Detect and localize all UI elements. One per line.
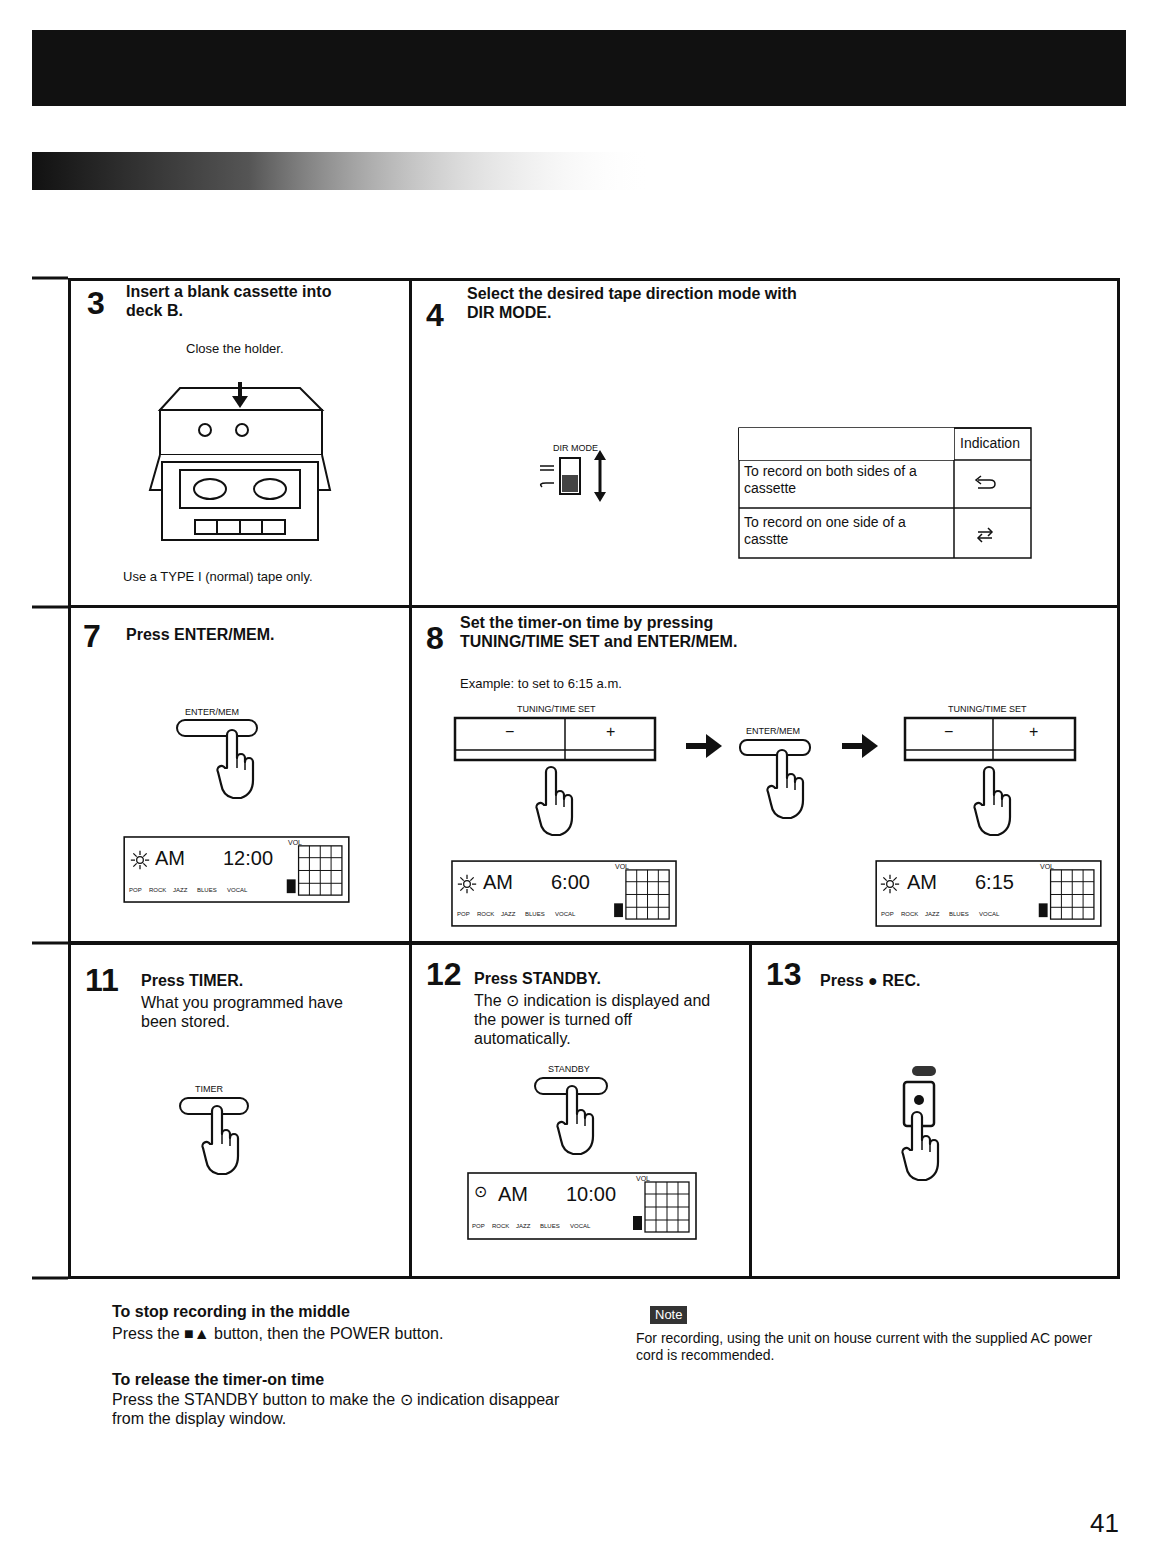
label-text: VOCAL — [570, 1223, 590, 1230]
label-text: − — [505, 722, 514, 741]
page-number: 41 — [1090, 1508, 1119, 1539]
label-text: DIR MODE — [553, 443, 598, 454]
label-text: BLUES — [540, 1223, 560, 1230]
step-text: Use a TYPE I (normal) tape only. — [123, 569, 313, 584]
label-text: POP — [472, 1223, 485, 1230]
step-panel: 7 Press ENTER/MEM. — [68, 605, 412, 945]
label-text: JAZZ — [925, 911, 939, 918]
step-number: 4 — [426, 297, 444, 335]
step-text: Press TIMER. — [141, 972, 243, 991]
label-text: 12:00 — [223, 846, 273, 870]
step-text: Example: to set to 6:15 a.m. — [460, 676, 622, 691]
step-number: 7 — [83, 618, 101, 656]
label-text: VOCAL — [555, 911, 575, 918]
label-text: − — [944, 722, 953, 741]
note-badge: Note — [650, 1306, 687, 1324]
label-text: VOL — [1040, 863, 1054, 871]
label-text: ENTER/MEM — [746, 726, 800, 737]
label-text: For recording, using the unit on house c… — [636, 1330, 1116, 1364]
label-text: VOCAL — [227, 887, 247, 894]
label-text: To record on one side of a casstte — [744, 514, 949, 548]
step-text: Close the holder. — [186, 341, 284, 356]
label-text: BLUES — [525, 911, 545, 918]
label-text: 10:00 — [566, 1182, 616, 1206]
label-text: BLUES — [197, 887, 217, 894]
label-text: BLUES — [949, 911, 969, 918]
step-panel: 3 Insert a blank cassette into deck B. Clo… — [68, 278, 412, 608]
label-text: To release the timer-on time — [112, 1370, 324, 1389]
label-text: 6:15 — [975, 870, 1014, 894]
label-text: Press the STANDBY button to make the ⊙ i… — [112, 1390, 562, 1428]
label-text: AM — [907, 870, 937, 894]
label-text: AM — [155, 846, 185, 870]
label-text: TUNING/TIME SET — [948, 704, 1027, 715]
step-text: Select the desired tape direction mode w… — [467, 285, 797, 323]
step-number: 11 — [85, 962, 119, 1000]
step-text: Press ● REC. — [820, 972, 920, 991]
step-panel: 11 Press TIMER. What you programmed have b… — [68, 941, 412, 1279]
step-number: 12 — [426, 956, 462, 994]
label-text: Indication — [960, 435, 1020, 452]
label-text: POP — [129, 887, 142, 894]
label-text: TIMER — [195, 1084, 223, 1095]
step-number: 3 — [87, 285, 105, 323]
label-text: AM — [498, 1182, 528, 1206]
label-text: VOL — [636, 1175, 650, 1183]
step-text: Press STANDBY. — [474, 970, 601, 989]
label-text: JAZZ — [501, 911, 515, 918]
label-text: 6:00 — [551, 870, 590, 894]
label-text: + — [1029, 722, 1038, 741]
label-text: POP — [881, 911, 894, 918]
label-text: JAZZ — [516, 1223, 530, 1230]
step-text: What you programmed have been stored. — [141, 994, 351, 1032]
label-text: To record on both sides of a cassette — [744, 463, 949, 497]
label-text: To stop recording in the middle — [112, 1302, 350, 1321]
label-text: ROCK — [492, 1223, 509, 1230]
label-text: TUNING/TIME SET — [517, 704, 596, 715]
step-number: 13 — [766, 956, 802, 994]
label-text: VOL — [288, 839, 302, 847]
label-text: + — [606, 722, 615, 741]
label-text: VOCAL — [979, 911, 999, 918]
label-text: ⊙ — [474, 1182, 487, 1201]
label-text: ROCK — [901, 911, 918, 918]
step-text: Press ENTER/MEM. — [126, 626, 274, 645]
label-text: AM — [483, 870, 513, 894]
label-text: ROCK — [149, 887, 166, 894]
label-text: POP — [457, 911, 470, 918]
label-text: STANDBY — [548, 1064, 590, 1075]
label-text: ENTER/MEM — [185, 707, 239, 718]
label-text: Press the ■▲ button, then the POWER butt… — [112, 1324, 443, 1343]
step-text: Insert a blank cassette into deck B. — [126, 283, 366, 321]
step-text: Set the timer-on time by pressing TUNING… — [460, 614, 820, 652]
label-text: VOL — [615, 863, 629, 871]
label-text: JAZZ — [173, 887, 187, 894]
step-number: 8 — [426, 620, 444, 658]
label-text: ROCK — [477, 911, 494, 918]
step-panel: 13 Press ● REC. — [749, 941, 1120, 1279]
step-panel: 8 Set the timer-on time by pressing TUNIN… — [409, 605, 1120, 945]
step-text: The ⊙ indication is displayed and the po… — [474, 992, 714, 1049]
